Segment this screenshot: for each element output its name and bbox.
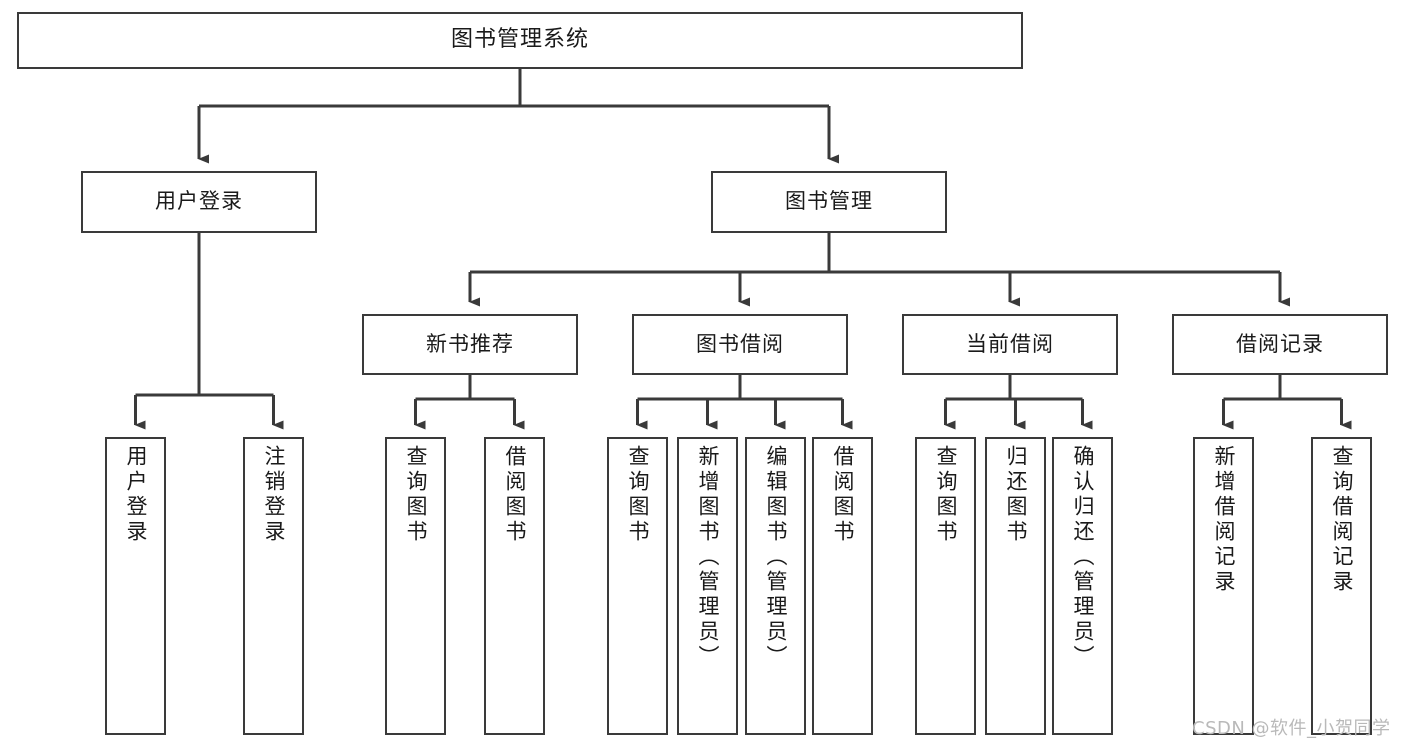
node-label: 编辑图书（管理员） [764, 445, 788, 670]
edge-bus-new-book-rec [415, 375, 515, 401]
node-label: 借阅图书 [503, 445, 527, 545]
node-label: 注销登录 [262, 445, 286, 545]
node-label: 查询图书 [934, 445, 958, 545]
node-label: 确认归还（管理员） [1071, 445, 1095, 670]
node-leaf-add-record[interactable]: 新增借阅记录 [1193, 437, 1254, 735]
node-label: 查询图书 [404, 445, 428, 545]
node-label: 查询借阅记录 [1330, 445, 1354, 595]
node-book-manage[interactable]: 图书管理 [711, 171, 947, 233]
edge-bus-book-borrow [637, 375, 843, 401]
node-current-borrow[interactable]: 当前借阅 [902, 314, 1118, 375]
node-label: 图书管理 [785, 189, 873, 214]
node-leaf-query-book-current[interactable]: 查询图书 [915, 437, 976, 735]
node-leaf-query-book-rec[interactable]: 查询图书 [385, 437, 446, 735]
node-label: 新增图书（管理员） [696, 445, 720, 670]
node-leaf-borrow-book[interactable]: 借阅图书 [812, 437, 873, 735]
node-leaf-edit-book[interactable]: 编辑图书（管理员） [745, 437, 806, 735]
edge-bus-root [199, 69, 829, 108]
node-leaf-query-book-borrow[interactable]: 查询图书 [607, 437, 668, 735]
node-label: 图书管理系统 [450, 27, 589, 53]
node-label: 图书借阅 [696, 331, 784, 356]
node-user-login[interactable]: 用户登录 [81, 171, 317, 233]
node-leaf-return-book[interactable]: 归还图书 [985, 437, 1046, 735]
edge-bus-book-manage [470, 233, 1280, 274]
node-book-borrow[interactable]: 图书借阅 [632, 314, 848, 375]
node-label: 用户登录 [124, 445, 148, 545]
node-label: 用户登录 [155, 189, 243, 214]
node-root[interactable]: 图书管理系统 [17, 12, 1023, 69]
csdn-watermark: CSDN @软件_小贺同学 [1192, 718, 1391, 739]
node-new-book-rec[interactable]: 新书推荐 [362, 314, 578, 375]
node-borrow-record[interactable]: 借阅记录 [1172, 314, 1388, 375]
edge-bus-borrow-record [1223, 375, 1342, 401]
node-label: 当前借阅 [966, 331, 1054, 356]
node-leaf-user-login[interactable]: 用户登录 [105, 437, 166, 735]
node-label: 查询图书 [626, 445, 650, 545]
node-leaf-query-record[interactable]: 查询借阅记录 [1311, 437, 1372, 735]
node-label: 借阅图书 [831, 445, 855, 545]
edge-bus-current-borrow [945, 375, 1083, 401]
node-label: 新增借阅记录 [1212, 445, 1236, 595]
node-label: 归还图书 [1004, 445, 1028, 545]
node-label: 借阅记录 [1236, 331, 1324, 356]
node-leaf-add-book[interactable]: 新增图书（管理员） [677, 437, 738, 735]
edge-bus-user-login [135, 233, 274, 397]
node-leaf-logout[interactable]: 注销登录 [243, 437, 304, 735]
node-label: 新书推荐 [426, 331, 514, 356]
node-leaf-borrow-book-rec[interactable]: 借阅图书 [484, 437, 545, 735]
node-leaf-confirm-return[interactable]: 确认归还（管理员） [1052, 437, 1113, 735]
